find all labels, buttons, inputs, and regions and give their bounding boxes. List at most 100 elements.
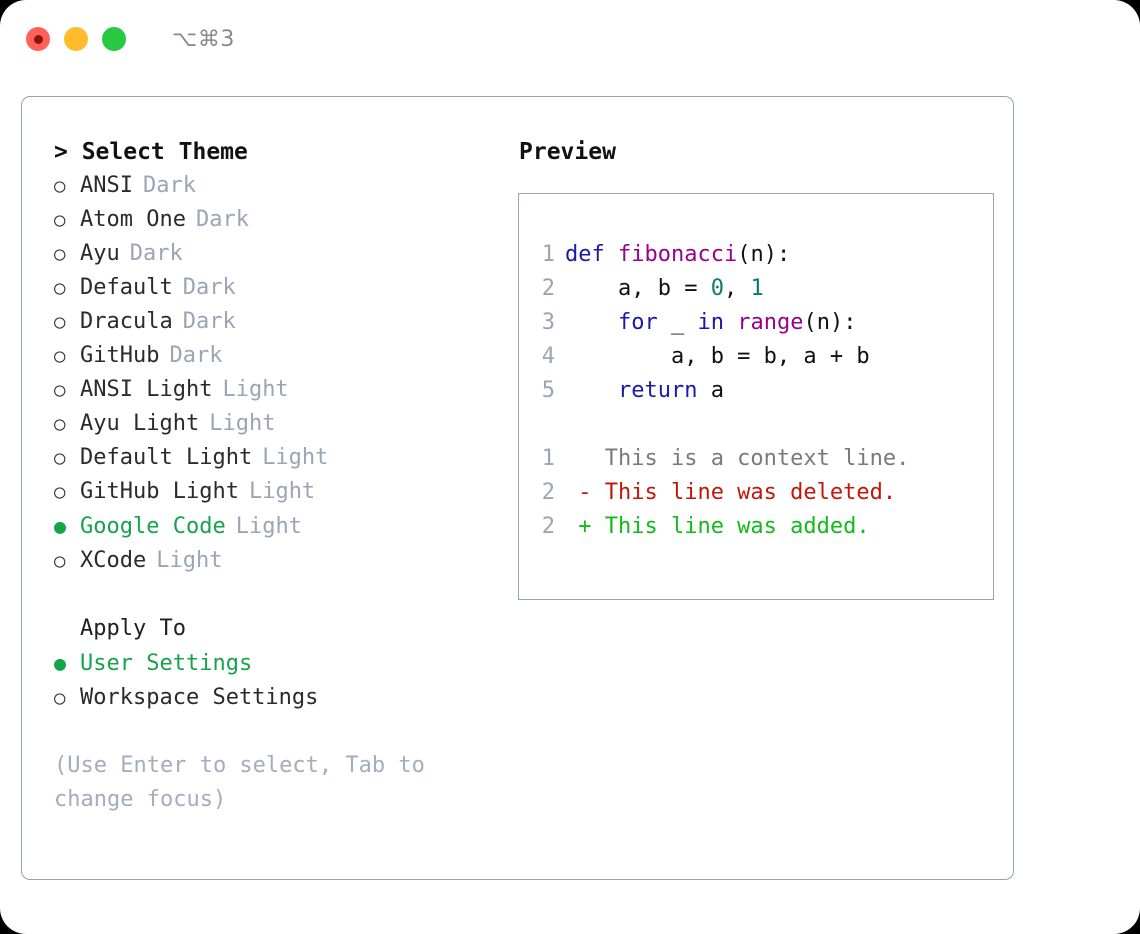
code-line: 2 a, b = 0, 1 <box>535 272 993 306</box>
code-line: 5 return a <box>535 374 993 408</box>
theme-option-label: ANSI <box>80 173 133 198</box>
theme-option-ansi[interactable]: ○ ANSI Dark <box>54 169 502 203</box>
diff-sample: 1 This is a context line.2 - This line w… <box>535 442 993 544</box>
keyboard-shortcut-label: ⌥⌘3 <box>172 26 235 52</box>
apply-to-option-label: Workspace Settings <box>80 685 319 710</box>
close-button[interactable] <box>26 27 50 51</box>
radio-unselected-icon[interactable]: ○ <box>54 209 66 231</box>
radio-unselected-icon[interactable]: ○ <box>54 447 66 469</box>
code-line-number: 1 <box>541 242 555 267</box>
theme-option-github[interactable]: ○ GitHub Dark <box>54 339 502 373</box>
code-diff-separator <box>535 408 993 442</box>
apply-to-option-list: ●User Settings ○ Workspace Settings <box>54 646 502 715</box>
diff-line-content: This is a context line. <box>565 446 910 471</box>
code-sample: 1 def fibonacci(n):2 a, b = 0, 1 3 for _ i… <box>535 238 993 408</box>
theme-option-category: Light <box>262 445 329 470</box>
theme-option-label: Dracula <box>80 309 173 334</box>
diff-line-number: 1 <box>541 446 555 471</box>
theme-option-category: Dark <box>142 173 196 198</box>
code-line-content: def fibonacci(n): <box>565 238 790 272</box>
diff-line-number: 2 <box>541 514 555 539</box>
code-line-content: a, b = b, a + b <box>565 340 870 374</box>
code-token-punc: (n): <box>737 242 791 267</box>
code-token-kw: def <box>565 242 618 267</box>
theme-option-category: Dark <box>169 343 223 368</box>
window-controls <box>26 27 126 51</box>
radio-unselected-icon[interactable]: ○ <box>54 481 66 503</box>
code-line-content: for _ in range(n): <box>565 306 856 340</box>
radio-unselected-icon[interactable]: ○ <box>54 379 66 401</box>
theme-option-category: Light <box>248 479 316 504</box>
theme-option-label: GitHub Light <box>80 479 239 504</box>
theme-option-label: XCode <box>80 548 147 573</box>
theme-option-dracula[interactable]: ○ Dracula Dark <box>54 305 502 339</box>
radio-unselected-icon[interactable]: ○ <box>54 243 66 265</box>
code-line-number: 5 <box>541 378 555 403</box>
theme-option-label: Ayu Light <box>80 411 200 436</box>
code-token-plain <box>724 310 737 335</box>
radio-unselected-icon[interactable]: ○ <box>54 413 66 435</box>
apply-to-title: Apply To <box>80 616 186 641</box>
code-line-number: 4 <box>541 344 555 369</box>
code-token-plain: a, b = <box>565 276 711 301</box>
theme-option-label: GitHub <box>80 343 160 368</box>
theme-option-label: Ayu <box>80 241 120 266</box>
maximize-button[interactable] <box>102 27 126 51</box>
apply-to-option-user-settings[interactable]: ●User Settings <box>54 646 502 681</box>
theme-option-label: Atom One <box>80 207 186 232</box>
theme-option-label: Default Light <box>80 445 253 470</box>
radio-unselected-icon[interactable]: ○ <box>54 550 66 572</box>
diff-line-ctx: 1 This is a context line. <box>535 442 993 476</box>
theme-option-ayu-light[interactable]: ○ Ayu Light Light <box>54 407 502 441</box>
apply-to-option-workspace-settings[interactable]: ○ Workspace Settings <box>54 681 502 715</box>
preview-title: Preview <box>519 139 616 165</box>
theme-option-category: Dark <box>182 309 236 334</box>
keyboard-hint-text: (Use Enter to select, Tab to change focu… <box>54 753 425 812</box>
theme-option-category: Dark <box>182 275 236 300</box>
theme-option-category: Light <box>209 411 276 436</box>
theme-option-default-light[interactable]: ○ Default Light Light <box>54 441 502 475</box>
code-token-kw: for <box>617 310 658 335</box>
code-token-fn: range <box>737 310 804 335</box>
code-line-content: return a <box>565 374 724 408</box>
apply-to-section: Apply To ●User Settings ○ Workspace Settin… <box>54 612 502 715</box>
radio-unselected-icon[interactable]: ○ <box>54 311 66 333</box>
code-line-number: 3 <box>541 310 555 335</box>
radio-unselected-icon[interactable]: ○ <box>54 175 66 197</box>
radio-selected-icon[interactable]: ● <box>54 651 67 675</box>
diff-line-content: - This line was deleted. <box>565 480 897 505</box>
code-token-plain <box>565 310 618 335</box>
theme-option-category: Light <box>156 548 223 573</box>
code-token-plain: a <box>697 378 724 403</box>
code-line-content: a, b = 0, 1 <box>565 272 764 306</box>
radio-unselected-icon[interactable]: ○ <box>54 345 66 367</box>
theme-option-xcode[interactable]: ○ XCode Light <box>54 544 502 578</box>
radio-unselected-icon[interactable]: ○ <box>54 277 66 299</box>
code-token-plain: _ <box>657 310 698 335</box>
minimize-button[interactable] <box>64 27 88 51</box>
code-token-plain: a, b = b, a + b <box>565 344 870 369</box>
code-token-num: 1 <box>750 276 764 301</box>
diff-line-add: 2 + This line was added. <box>535 510 993 544</box>
theme-option-label: Default <box>80 275 173 300</box>
title-bar: ⌥⌘3 <box>0 0 1140 78</box>
radio-selected-icon[interactable]: ● <box>54 514 67 538</box>
diff-line-number: 2 <box>541 480 555 505</box>
theme-option-label: Google Code <box>80 514 226 539</box>
code-token-kw: in <box>697 310 724 335</box>
theme-option-github-light[interactable]: ○ GitHub Light Light <box>54 475 502 509</box>
theme-option-default[interactable]: ○ Default Dark <box>54 271 502 305</box>
code-token-kw: return <box>617 378 698 403</box>
radio-unselected-icon[interactable]: ○ <box>54 687 66 709</box>
code-token-punc: (n): <box>803 310 857 335</box>
diff-line-del: 2 - This line was deleted. <box>535 476 993 510</box>
